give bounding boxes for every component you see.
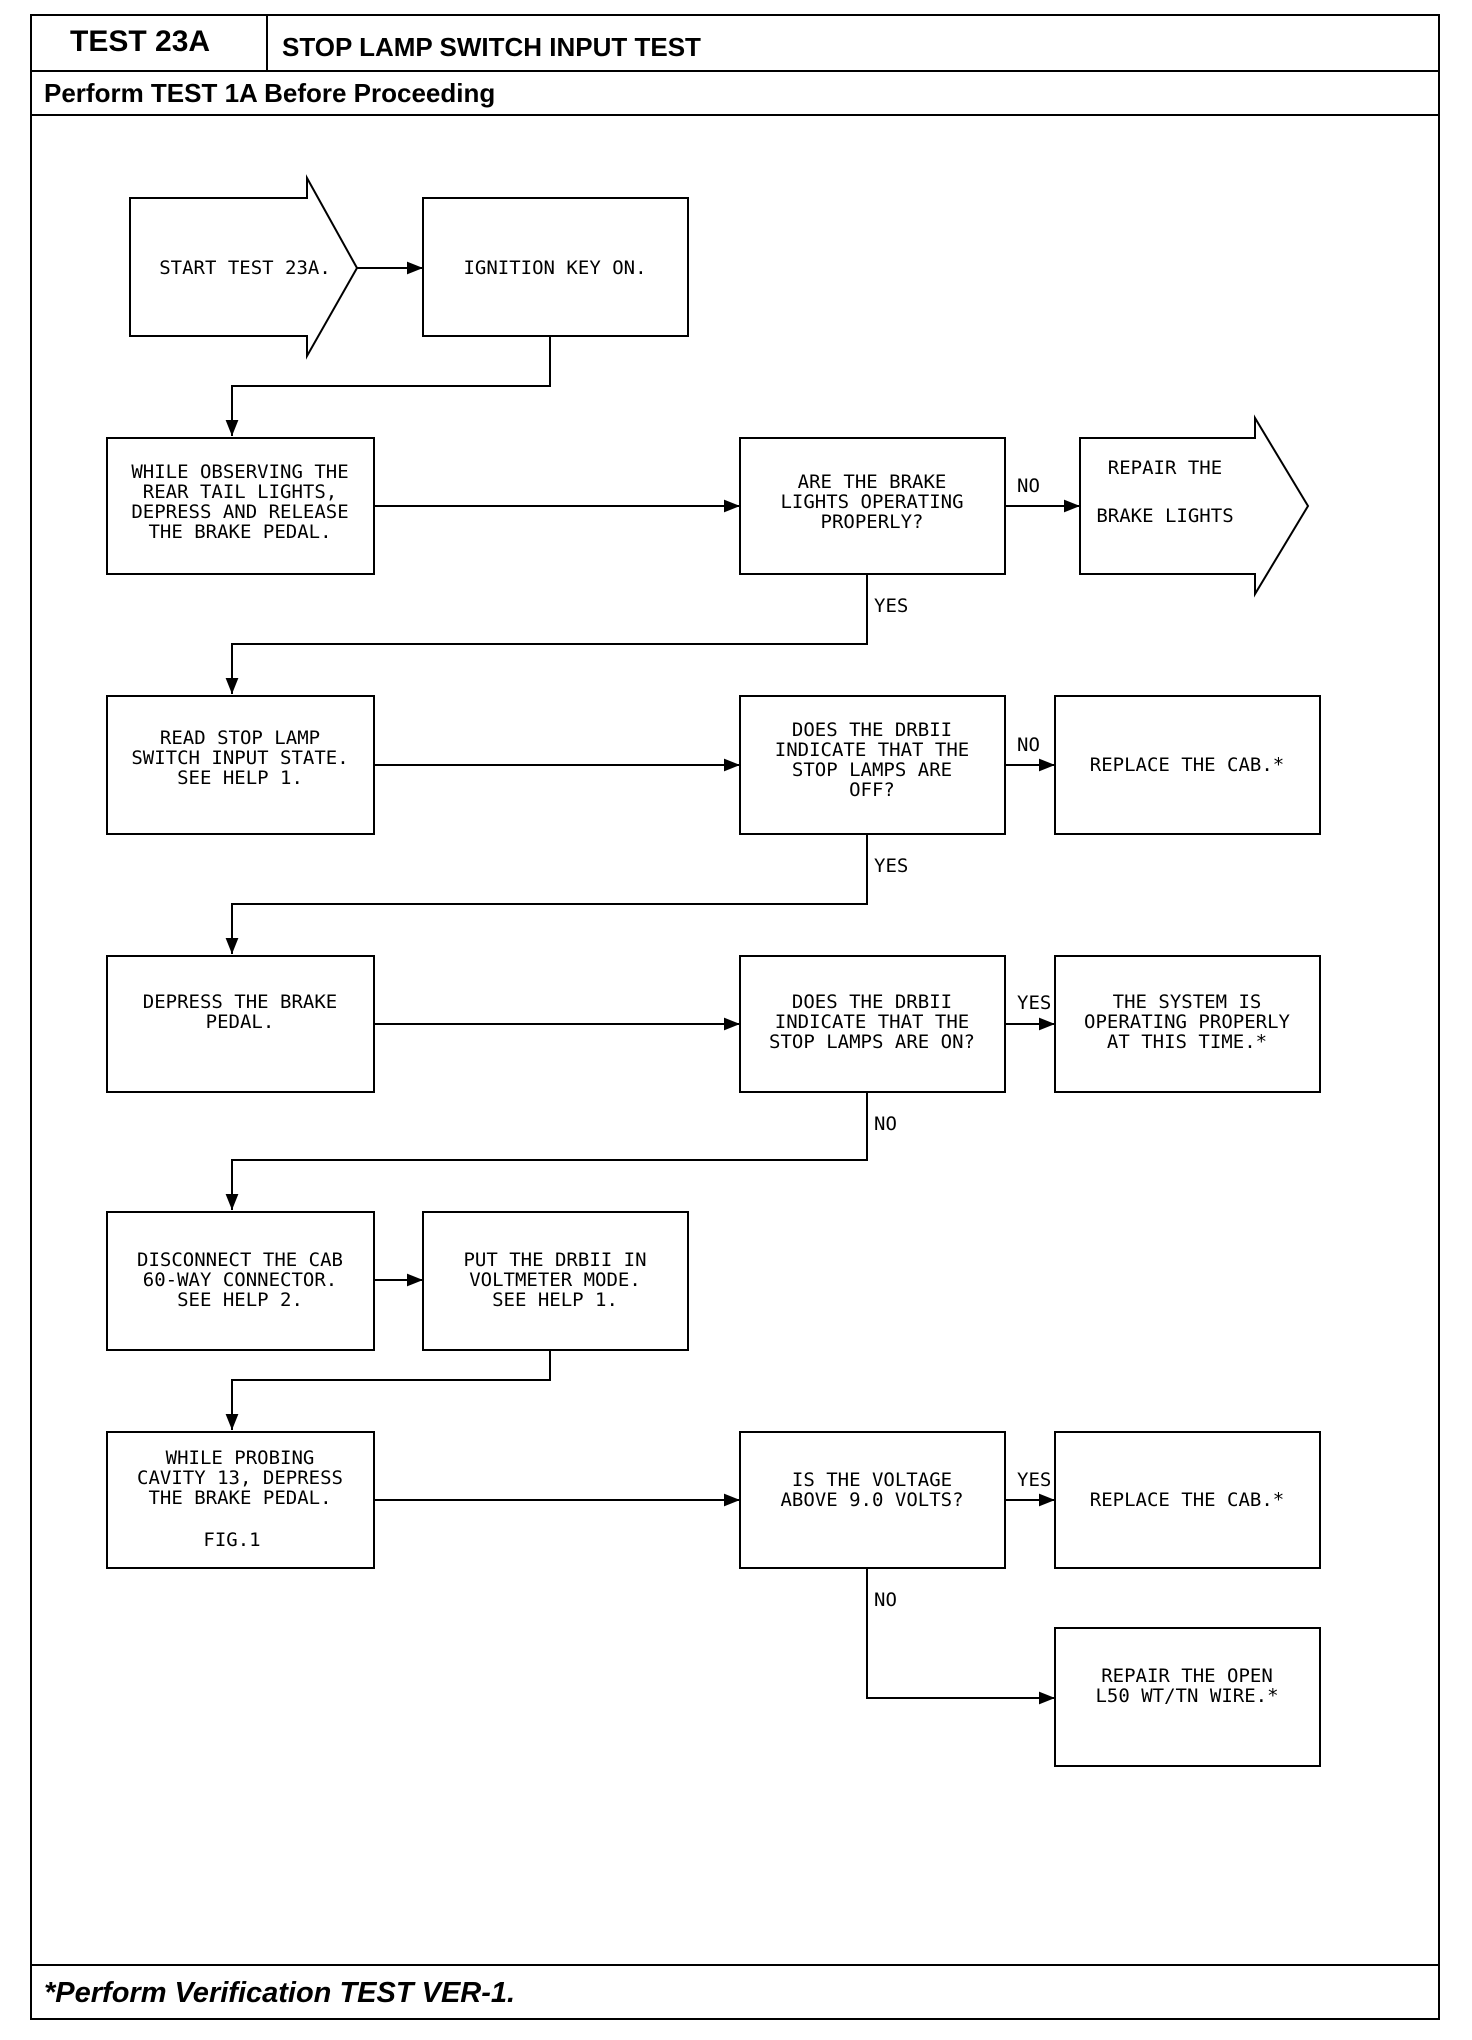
node-line: SEE HELP 2. — [177, 1289, 303, 1311]
node-text-ignition: IGNITION KEY ON. — [463, 257, 646, 279]
node-line: DOES THE DRBII — [792, 719, 952, 741]
node-line: STOP LAMPS ARE — [792, 759, 952, 781]
connector-q3-disconnect — [225, 1092, 868, 1210]
node-line: READ STOP LAMP — [160, 727, 320, 749]
node-line: THE BRAKE PEDAL. — [148, 521, 331, 543]
header-row: TEST 23A STOP LAMP SWITCH INPUT TEST — [30, 14, 1440, 72]
test-title: STOP LAMP SWITCH INPUT TEST — [282, 32, 701, 62]
connector-q2-depress — [225, 834, 868, 954]
node-line: DOES THE DRBII — [792, 991, 952, 1013]
node-line: DEPRESS THE BRAKE — [143, 991, 337, 1013]
node-line: INDICATE THAT THE — [775, 1011, 969, 1033]
node-line: AT THIS TIME.* — [1107, 1031, 1267, 1053]
node-line: VOLTMETER MODE. — [469, 1269, 641, 1291]
start-arrow-shape — [129, 174, 359, 360]
node-line: ARE THE BRAKE — [798, 471, 947, 493]
node-line: REPAIR THE OPEN — [1101, 1665, 1273, 1687]
node-line: PEDAL. — [206, 1011, 275, 1033]
node-text-replace-cab-2: REPLACE THE CAB.* — [1090, 1489, 1284, 1511]
node-line: THE BRAKE PEDAL. — [148, 1487, 331, 1509]
test-id: TEST 23A — [30, 14, 268, 70]
node-line: IS THE VOLTAGE — [792, 1469, 952, 1491]
node-line: IGNITION KEY ON. — [463, 257, 646, 279]
node-line: START TEST 23A. — [159, 257, 331, 279]
node-line: L50 WT/TN WIRE.* — [1095, 1685, 1278, 1707]
label-yes-3: YES — [1017, 992, 1051, 1014]
connector-q1-read — [225, 574, 868, 694]
node-text-start: START TEST 23A. — [159, 257, 331, 279]
repair-open-wire-box — [1054, 1627, 1321, 1767]
node-line: OFF? — [849, 779, 895, 801]
connector-ignition-observe — [225, 336, 551, 436]
node-line: 60-WAY CONNECTOR. — [143, 1269, 337, 1291]
node-line: CAVITY 13, DEPRESS — [137, 1467, 343, 1489]
label-no-4: NO — [874, 1589, 897, 1611]
connector-q4-repair-wire — [866, 1568, 1055, 1705]
node-line: WHILE PROBING — [166, 1447, 315, 1469]
node-line: REPAIR THE — [1108, 457, 1222, 479]
node-line: DEPRESS AND RELEASE — [131, 501, 348, 523]
node-line: WHILE OBSERVING THE — [131, 461, 348, 483]
node-line: PROPERLY? — [821, 511, 924, 533]
prerequisite-note: Perform TEST 1A Before Proceeding — [30, 72, 1440, 116]
label-no-3: NO — [874, 1113, 897, 1135]
connector-voltmeter-probe — [225, 1350, 551, 1430]
node-line: SEE HELP 1. — [492, 1289, 618, 1311]
node-line: BRAKE LIGHTS — [1096, 505, 1233, 527]
node-line: LIGHTS OPERATING — [780, 491, 963, 513]
node-line: INDICATE THAT THE — [775, 739, 969, 761]
page-frame — [30, 14, 1440, 2020]
footer-note: *Perform Verification TEST VER-1. — [30, 1964, 1440, 2020]
node-line: SEE HELP 1. — [177, 767, 303, 789]
label-no-2: NO — [1017, 734, 1040, 756]
node-line: ABOVE 9.0 VOLTS? — [780, 1489, 963, 1511]
repair-brake-lights-shape — [1079, 414, 1310, 598]
node-line: REPLACE THE CAB.* — [1090, 1489, 1284, 1511]
node-texts: START TEST 23A. IGNITION KEY ON. WHILE OBS… — [131, 257, 1290, 1707]
probe-fig-ref: FIG.1 — [203, 1529, 260, 1551]
node-text-replace-cab-1: REPLACE THE CAB.* — [1090, 754, 1284, 776]
node-line: REPLACE THE CAB.* — [1090, 754, 1284, 776]
node-text-repair-brake-lights: REPAIR THE BRAKE LIGHTS — [1096, 457, 1233, 527]
node-line: OPERATING PROPERLY — [1084, 1011, 1290, 1033]
node-line: THE SYSTEM IS — [1113, 991, 1262, 1013]
node-line: REAR TAIL LIGHTS, — [143, 481, 337, 503]
node-line: DISCONNECT THE CAB — [137, 1249, 343, 1271]
node-line: STOP LAMPS ARE ON? — [769, 1031, 975, 1053]
label-no-1: NO — [1017, 475, 1040, 497]
node-line: PUT THE DRBII IN — [463, 1249, 646, 1271]
label-yes-1: YES — [874, 595, 908, 617]
node-line: SWITCH INPUT STATE. — [131, 747, 348, 769]
label-yes-2: YES — [874, 855, 908, 877]
label-yes-4: YES — [1017, 1469, 1051, 1491]
